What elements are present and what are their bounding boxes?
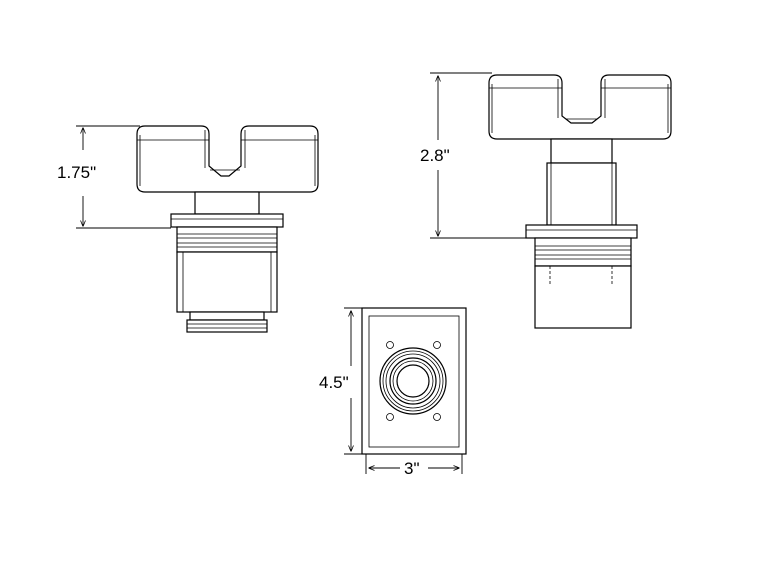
left-wing-handle — [136, 125, 319, 193]
left-grooves — [176, 226, 278, 253]
left-fitting-view: 1.75" — [57, 125, 319, 333]
right-height-dimension — [430, 72, 526, 239]
plate-width-label: 3" — [404, 459, 420, 478]
right-body — [534, 265, 632, 329]
plate-port-rings — [379, 347, 447, 415]
left-collar — [170, 213, 284, 228]
right-grooves — [534, 237, 632, 267]
plate-bolt-holes — [386, 341, 441, 421]
right-wing-handle — [488, 74, 672, 140]
right-collar — [525, 224, 638, 239]
plate-width-dimension — [365, 454, 463, 474]
right-fitting-view: 2.8" — [420, 72, 672, 329]
left-height-dimension — [76, 125, 171, 229]
plate-height-dimension — [344, 307, 362, 455]
left-height-label: 1.75" — [57, 163, 96, 182]
left-body — [176, 251, 278, 313]
left-stem — [194, 191, 260, 215]
right-height-label: 2.8" — [420, 146, 450, 165]
plate-outer — [361, 307, 467, 455]
plate-height-label: 4.5" — [319, 373, 349, 392]
right-stem — [546, 138, 617, 226]
plate-view: 4.5" 3" — [319, 307, 467, 478]
plate-inner — [368, 315, 460, 448]
left-thread — [186, 311, 268, 333]
